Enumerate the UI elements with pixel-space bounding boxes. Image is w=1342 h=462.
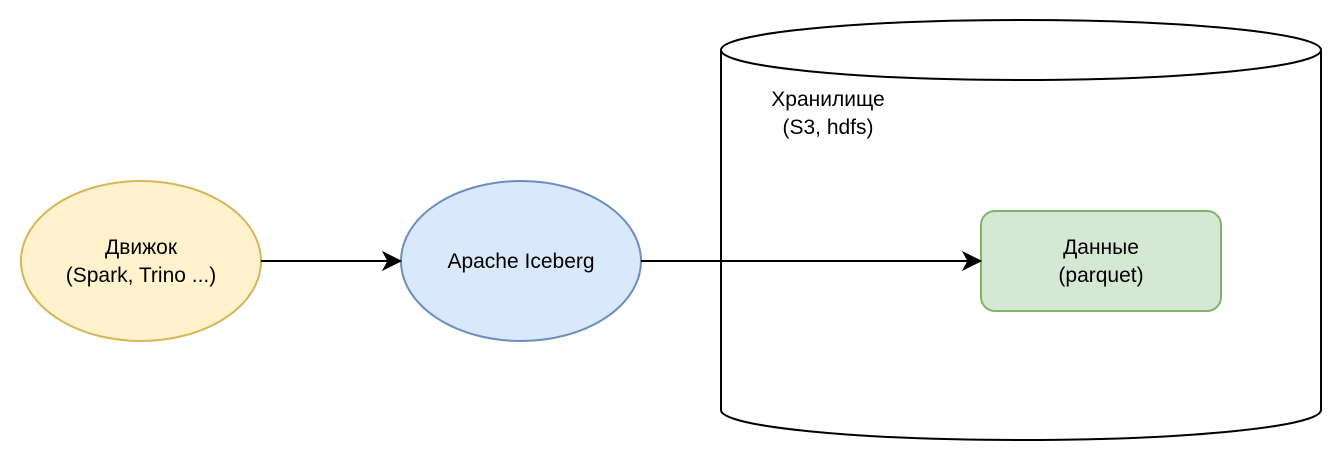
data-label-line2: (parquet) [1058, 264, 1143, 287]
engine-label-line2: (Spark, Trino ...) [66, 264, 217, 287]
data-label-line1: Данные [1063, 236, 1139, 259]
iceberg-label: Apache Iceberg [447, 250, 594, 273]
engine-node: Движок (Spark, Trino ...) [20, 180, 262, 342]
edge-engine-to-iceberg [261, 250, 403, 272]
engine-ellipse [20, 180, 262, 342]
data-node: Данные (parquet) [980, 210, 1222, 312]
arrowhead-icon [961, 250, 983, 272]
engine-label-line1: Движок [105, 236, 178, 259]
iceberg-node: Apache Iceberg [400, 180, 642, 342]
storage-label-line1: Хранилище [771, 88, 884, 111]
arrowhead-icon [381, 250, 403, 272]
storage-label-line2: (S3, hdfs) [782, 116, 873, 139]
storage-cylinder-top [720, 19, 1322, 81]
data-rect [980, 210, 1222, 312]
edge-iceberg-to-data [641, 250, 983, 272]
